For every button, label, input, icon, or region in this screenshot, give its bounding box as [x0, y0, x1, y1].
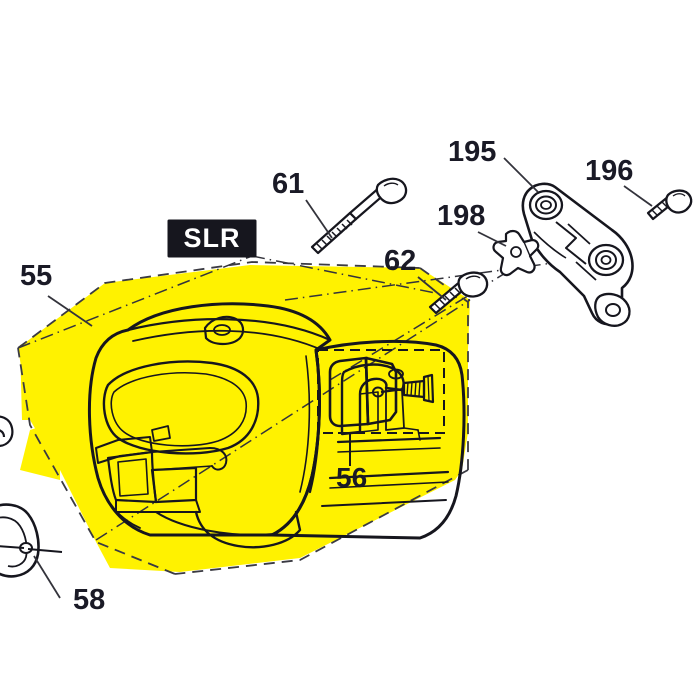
part-55-engine-cover [87, 302, 466, 549]
part-196-screw [646, 189, 693, 221]
slr-badge-label: SLR [184, 223, 241, 253]
part-58-hook-bracket [0, 503, 63, 578]
part-198-retaining-clip [492, 229, 540, 277]
slr-badge: SLR [167, 219, 257, 258]
callout-58[interactable]: 58 [73, 584, 105, 616]
part-56-screw [380, 373, 435, 404]
callout-195[interactable]: 195 [448, 136, 496, 168]
part-62-screw [428, 271, 489, 315]
callout-61[interactable]: 61 [272, 168, 304, 200]
callout-55[interactable]: 55 [20, 260, 52, 292]
callout-196[interactable]: 196 [585, 155, 633, 187]
callout-198[interactable]: 198 [437, 200, 485, 232]
callout-62[interactable]: 62 [384, 245, 416, 277]
group-55-boundary [17, 261, 469, 575]
part-195-lever-bracket [521, 182, 634, 327]
callout-labels: 55 61 62 195 196 198 56 58 [20, 136, 633, 616]
clipped-edge-part [0, 415, 14, 447]
part-56-bumper-block [328, 356, 398, 428]
part-61-long-screw [310, 177, 408, 255]
callout-leaders [33, 157, 653, 599]
callout-56[interactable]: 56 [336, 462, 367, 493]
slr-badge-box [167, 219, 257, 258]
